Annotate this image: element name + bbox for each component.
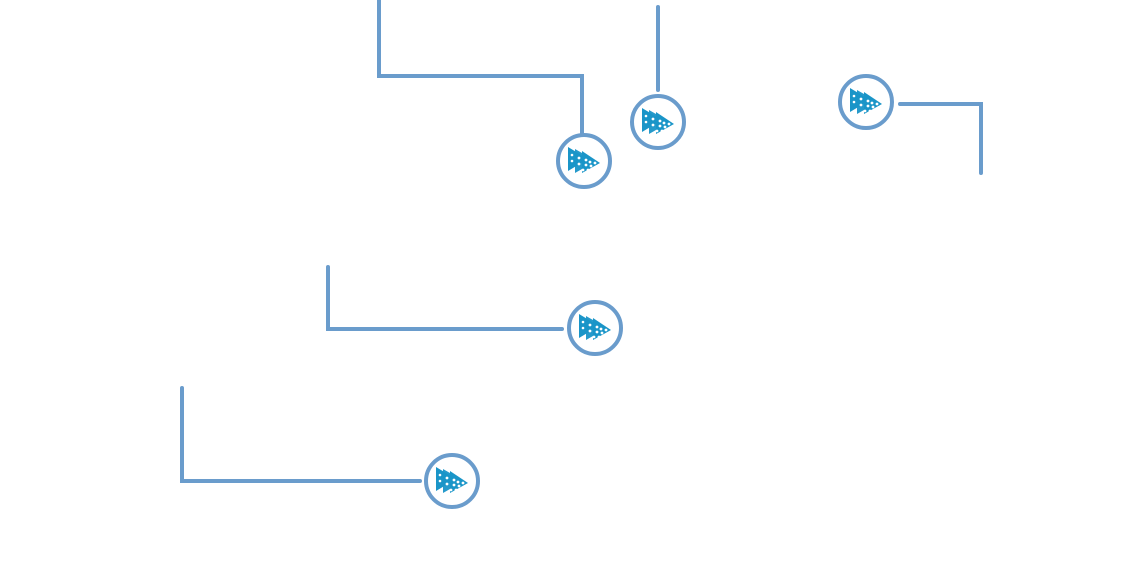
connector-5 bbox=[180, 386, 422, 483]
nodes bbox=[424, 74, 894, 509]
node-5[interactable] bbox=[424, 453, 480, 509]
node-4[interactable] bbox=[567, 300, 623, 356]
connector-3 bbox=[898, 102, 983, 175]
node-2[interactable] bbox=[630, 94, 686, 150]
connectors bbox=[180, 0, 983, 483]
connector-1 bbox=[377, 0, 584, 140]
connector-4 bbox=[326, 265, 564, 331]
node-3[interactable] bbox=[838, 74, 894, 130]
node-1[interactable] bbox=[556, 133, 612, 189]
